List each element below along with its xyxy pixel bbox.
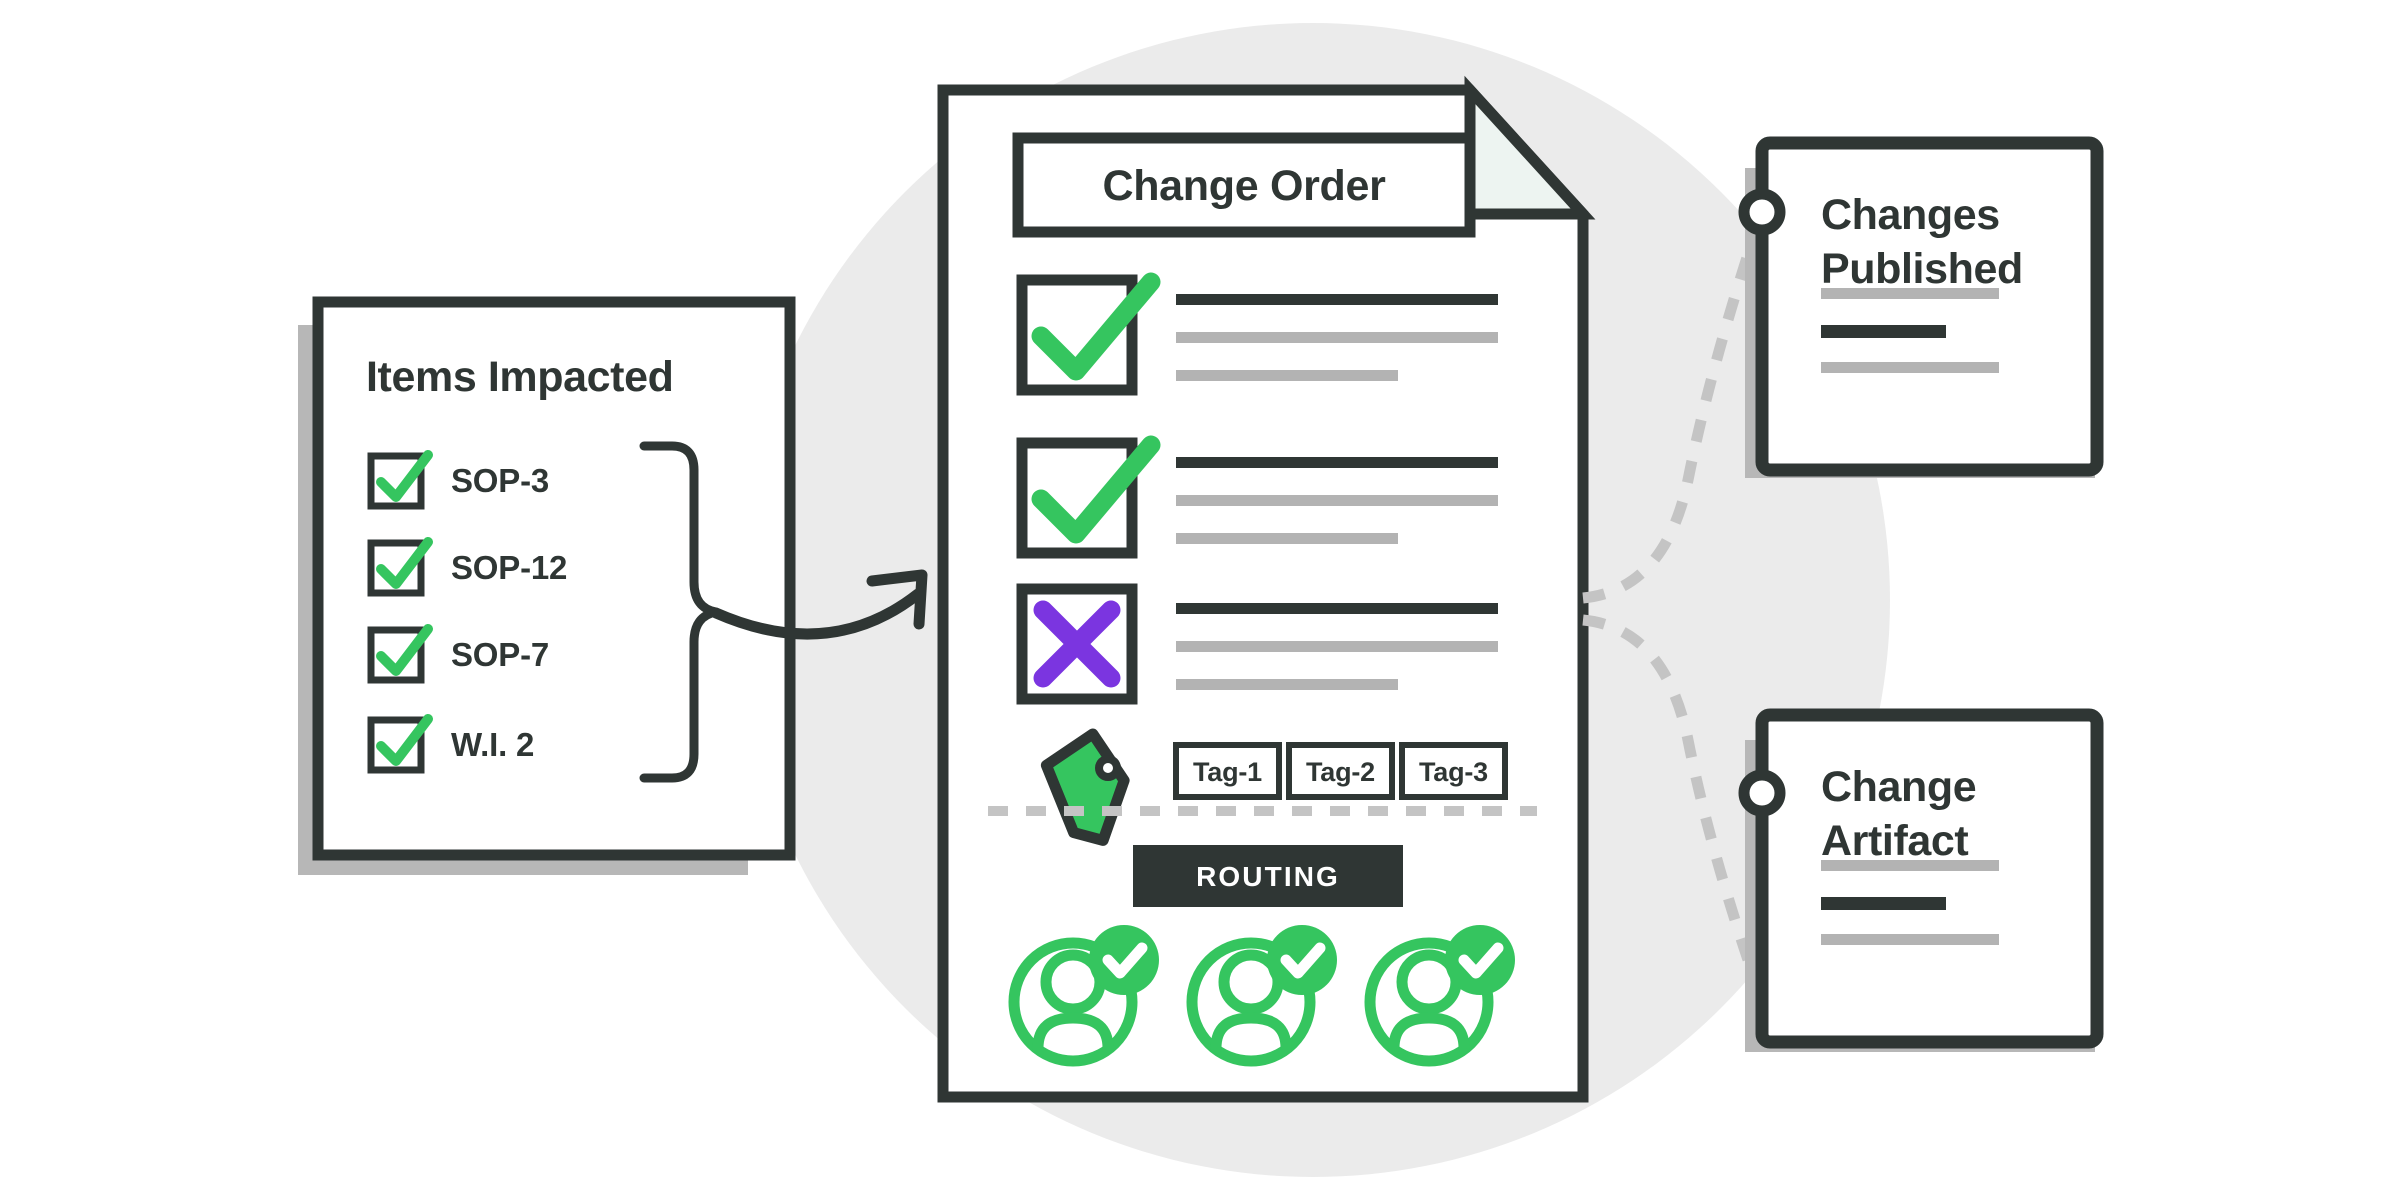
routing-button-label: ROUTING	[1196, 861, 1340, 892]
change-artifact-title-line-1: Change	[1821, 763, 1977, 811]
change-order-title-box	[1012, 132, 1476, 238]
tag-chip-label-1: Tag-1	[1192, 757, 1262, 787]
row-line-gray-short	[1176, 679, 1398, 690]
change-artifact-line-gray-1	[1821, 860, 1999, 871]
change-artifact-card	[1755, 708, 2104, 1049]
impacted-checkbox-1[interactable]	[367, 450, 433, 510]
change-order-row-2[interactable]	[1016, 435, 1498, 559]
change-order-row-3[interactable]	[1016, 583, 1498, 705]
check-icon	[1031, 435, 1161, 544]
changes-published-line-gray-1	[1821, 288, 1999, 299]
tag-chip-label-3: Tag-3	[1418, 757, 1488, 787]
check-icon	[376, 624, 433, 676]
tag-chip-label-2: Tag-2	[1305, 757, 1375, 787]
impacted-checkbox-4[interactable]	[367, 714, 433, 774]
check-icon	[376, 714, 433, 766]
dashed-curve-icon	[1582, 210, 1768, 604]
impacted-checkbox-3[interactable]	[367, 624, 433, 684]
check-badge-icon	[1267, 925, 1337, 995]
row-line-dark	[1176, 457, 1498, 468]
tag-chip-1[interactable]	[1173, 742, 1282, 800]
approver-avatar-2[interactable]	[1186, 925, 1337, 1067]
approver-avatar-1[interactable]	[1008, 925, 1159, 1067]
changes-published-title-line-1: Changes	[1821, 191, 2000, 239]
row-line-gray	[1176, 495, 1498, 506]
row-line-gray	[1176, 332, 1498, 343]
change-artifact-line-dark	[1821, 897, 1946, 910]
items-impacted-title: Items Impacted	[366, 353, 674, 401]
changes-published-card	[1755, 136, 2104, 477]
changes-published-title-line-2: Published	[1821, 245, 2023, 293]
row-line-gray-short	[1176, 370, 1398, 381]
connector-dot-icon	[1738, 769, 1786, 817]
check-icon	[376, 537, 433, 589]
change-artifact-title-line-2: Artifact	[1821, 817, 1969, 865]
connector-dot-icon	[1738, 188, 1786, 236]
check-badge-icon	[1445, 925, 1515, 995]
curved-arrow-icon	[710, 588, 924, 640]
changes-published-line-dark	[1821, 325, 1946, 338]
check-badge-icon	[1089, 925, 1159, 995]
impacted-item-label-1: SOP-3	[451, 462, 550, 499]
impacted-item-label-2: SOP-12	[451, 549, 568, 586]
change-artifact-line-gray-2	[1821, 934, 1999, 945]
curved-arrow-head-icon	[866, 569, 928, 630]
routing-button[interactable]	[1133, 845, 1403, 907]
changes-published-line-gray-2	[1821, 362, 1999, 373]
check-icon	[376, 450, 433, 502]
change-order-title: Change Order	[1102, 162, 1386, 210]
impacted-item-label-4: W.I. 2	[451, 726, 535, 763]
row-line-gray-short	[1176, 533, 1398, 544]
row-line-dark	[1176, 603, 1498, 614]
x-icon	[1033, 600, 1121, 688]
check-icon	[1031, 272, 1161, 381]
row-line-gray	[1176, 641, 1498, 652]
row-line-dark	[1176, 294, 1498, 305]
dashed-curve-icon	[1582, 614, 1768, 1002]
tag-chip-2[interactable]	[1286, 742, 1395, 800]
change-order-row-1[interactable]	[1016, 272, 1498, 396]
impacted-item-label-3: SOP-7	[451, 636, 550, 673]
approver-avatar-3[interactable]	[1364, 925, 1515, 1067]
tag-chip-3[interactable]	[1399, 742, 1508, 800]
impacted-checkbox-2[interactable]	[367, 537, 433, 597]
